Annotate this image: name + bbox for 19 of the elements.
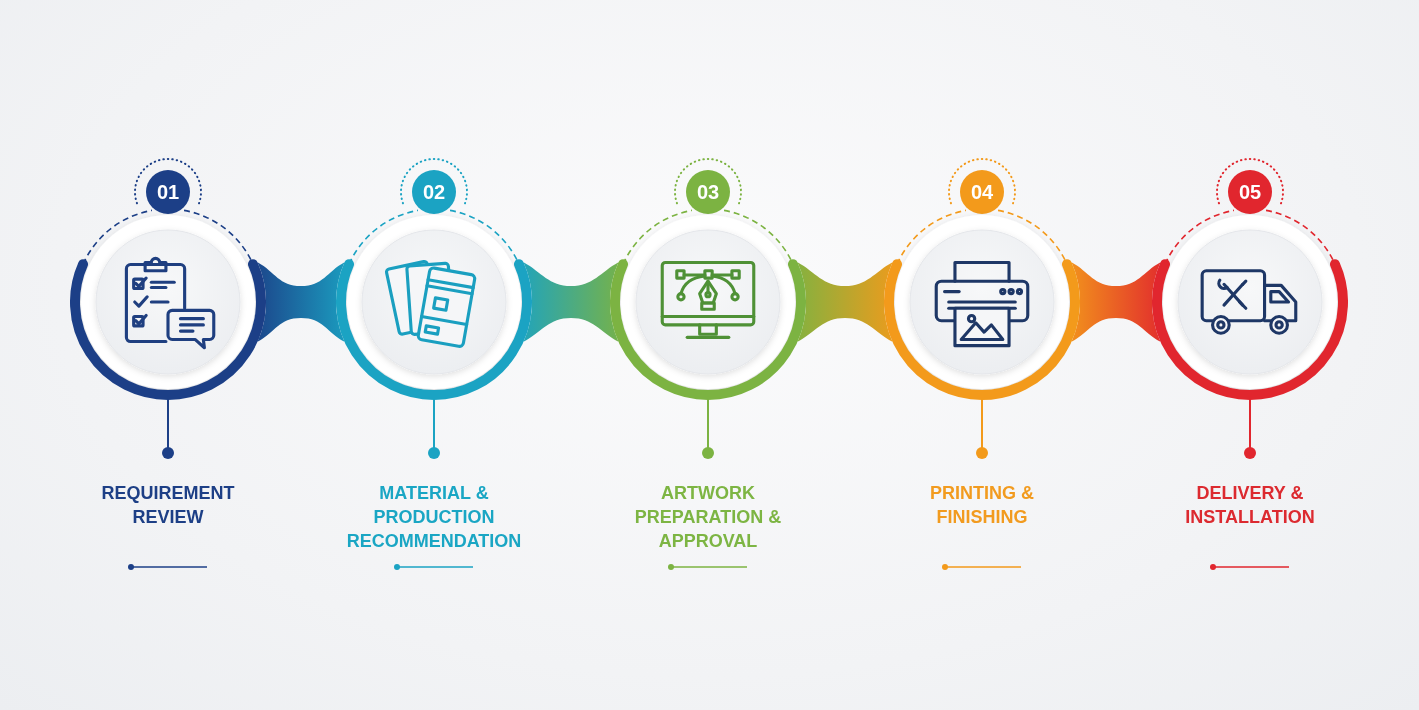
step-label: PRINTING & FINISHING — [887, 481, 1077, 529]
leader-line — [1244, 399, 1256, 459]
leader-line — [702, 399, 714, 459]
leader-line — [976, 399, 988, 459]
leader-line — [162, 399, 174, 459]
number-badge: 02 — [412, 170, 456, 214]
connector-band — [797, 262, 893, 342]
number-badge: 04 — [960, 170, 1004, 214]
number-badge: 05 — [1228, 170, 1272, 214]
number-badge: 03 — [686, 170, 730, 214]
step-label: DELIVERY & INSTALLATION — [1155, 481, 1345, 529]
connector-band — [1071, 262, 1161, 342]
step-label: ARTWORK PREPARATION & APPROVAL — [613, 481, 803, 553]
number-badge: 01 — [146, 170, 190, 214]
connector-band — [523, 262, 619, 342]
connector-band — [257, 262, 345, 342]
leader-line — [428, 399, 440, 459]
step-label: MATERIAL & PRODUCTION RECOMMENDATION — [339, 481, 529, 553]
step-label: REQUIREMENT REVIEW — [73, 481, 263, 529]
